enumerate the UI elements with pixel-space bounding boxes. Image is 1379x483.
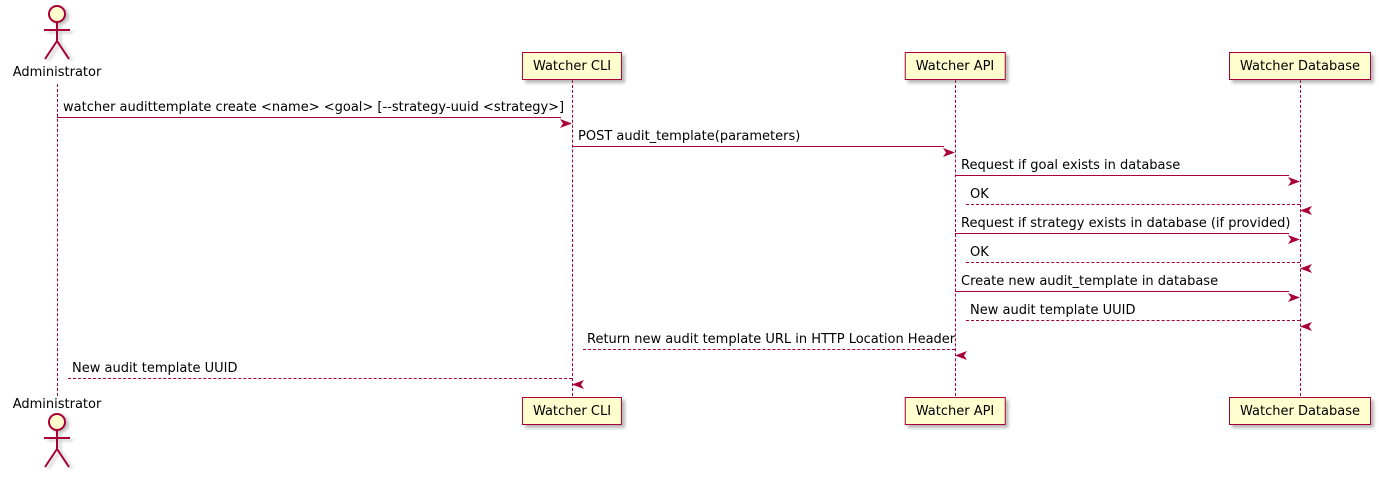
actor-figure-administrator-bottom bbox=[37, 412, 77, 474]
participant-label: Watcher CLI bbox=[532, 58, 612, 74]
lifeline-administrator bbox=[56, 84, 58, 396]
participant-box-watcher-api-bottom: Watcher API bbox=[904, 397, 1006, 425]
arrow-head-icon-6 bbox=[1288, 287, 1300, 302]
arrow-head-icon-3 bbox=[1300, 200, 1312, 215]
participant-label: Watcher API bbox=[915, 58, 995, 74]
arrow-head-icon-0 bbox=[560, 113, 572, 128]
message-line-4 bbox=[955, 233, 1289, 234]
arrow-head-icon-2 bbox=[1288, 171, 1300, 186]
message-line-7 bbox=[966, 320, 1300, 321]
participant-label: Watcher Database bbox=[1240, 58, 1360, 74]
actor-icon bbox=[44, 413, 70, 468]
message-label-2: Request if goal exists in database bbox=[961, 158, 1181, 173]
participant-box-watcher-database-top: Watcher Database bbox=[1229, 52, 1371, 80]
arrow-head-icon-7 bbox=[1300, 316, 1312, 331]
message-line-3 bbox=[966, 204, 1300, 205]
message-label-9: New audit template UUID bbox=[72, 361, 238, 376]
message-line-9 bbox=[68, 378, 572, 379]
message-label-4: Request if strategy exists in database (… bbox=[961, 216, 1291, 231]
message-label-8: Return new audit template URL in HTTP Lo… bbox=[587, 332, 956, 347]
lifeline-watcher-api bbox=[954, 80, 956, 396]
arrow-head-icon-1 bbox=[943, 142, 955, 157]
message-line-6 bbox=[955, 291, 1289, 292]
message-label-1: POST audit_template(parameters) bbox=[578, 129, 801, 144]
actor-label-administrator-bottom: Administrator bbox=[12, 397, 102, 412]
message-line-1 bbox=[572, 146, 944, 147]
message-line-5 bbox=[966, 262, 1300, 263]
participant-box-watcher-database-bottom: Watcher Database bbox=[1229, 397, 1371, 425]
participant-label: Watcher CLI bbox=[532, 403, 612, 419]
actor-icon bbox=[44, 5, 70, 60]
participant-label: Watcher Database bbox=[1240, 403, 1360, 419]
actor-figure-administrator-top bbox=[37, 4, 77, 66]
arrow-head-icon-5 bbox=[1300, 258, 1312, 273]
lifeline-watcher-cli bbox=[571, 80, 573, 396]
message-line-0 bbox=[57, 117, 561, 118]
participant-box-watcher-api-top: Watcher API bbox=[904, 52, 1006, 80]
message-line-8 bbox=[583, 349, 955, 350]
participant-box-watcher-cli-top: Watcher CLI bbox=[521, 52, 623, 80]
message-label-3: OK bbox=[970, 187, 989, 202]
participant-label: Watcher API bbox=[915, 403, 995, 419]
arrow-head-icon-8 bbox=[955, 345, 967, 360]
message-label-6: Create new audit_template in database bbox=[961, 274, 1219, 289]
message-label-0: watcher audittemplate create <name> <goa… bbox=[63, 100, 565, 115]
actor-label-administrator-top: Administrator bbox=[12, 65, 102, 80]
lifeline-watcher-database bbox=[1299, 80, 1301, 396]
message-label-7: New audit template UUID bbox=[970, 303, 1136, 318]
participant-box-watcher-cli-bottom: Watcher CLI bbox=[521, 397, 623, 425]
arrow-head-icon-4 bbox=[1288, 229, 1300, 244]
message-line-2 bbox=[955, 175, 1289, 176]
message-label-5: OK bbox=[970, 245, 989, 260]
arrow-head-icon-9 bbox=[572, 374, 584, 389]
